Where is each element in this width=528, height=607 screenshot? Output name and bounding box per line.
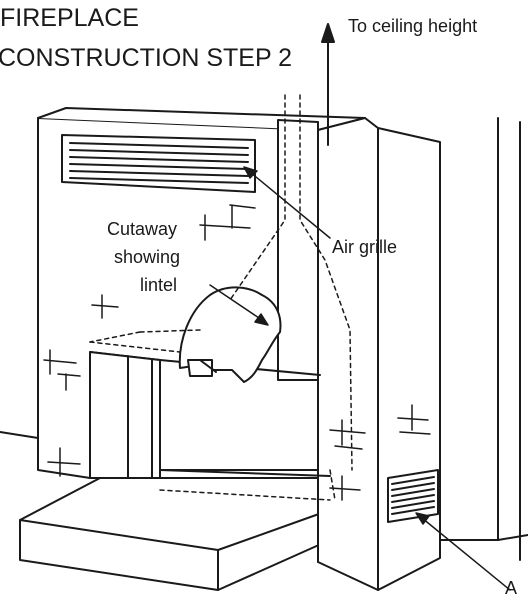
upper-air-grille (62, 135, 255, 192)
title-line1: FIREPLACE (0, 4, 139, 32)
cutaway-label-line1: Cutaway (107, 219, 178, 239)
cutaway-label-line2: showing (114, 247, 181, 267)
ceiling-arrow (322, 24, 334, 145)
title-line2: CONSTRUCTION STEP 2 (0, 44, 293, 72)
side-wall (0, 118, 528, 560)
hearth-slab (20, 478, 330, 590)
cutaway-label-line3: lintel (140, 275, 178, 295)
air-grille-label: Air grille (332, 237, 398, 257)
ceiling-label: To ceiling height (348, 16, 478, 36)
chimney-breast (38, 108, 440, 590)
bottom-partial-label: A (505, 578, 518, 598)
lower-air-grille (388, 470, 438, 522)
leader-arrows (210, 167, 510, 590)
cutaway-lintel (180, 287, 281, 382)
brick-marks (44, 205, 430, 500)
hidden-flue-lines (90, 95, 352, 500)
